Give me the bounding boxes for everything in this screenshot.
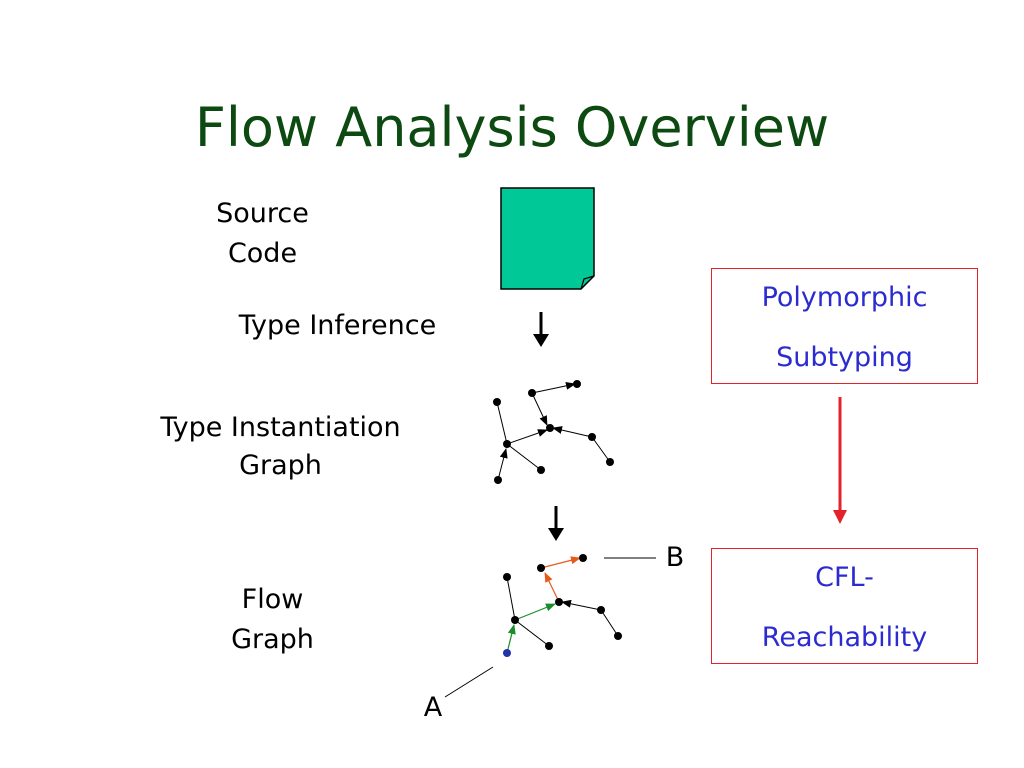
flow-node-a [503, 649, 511, 657]
flow-node [545, 642, 553, 650]
flow-node [614, 632, 622, 640]
tig-node [494, 476, 502, 484]
point-a-leader-line [444, 666, 494, 698]
slide-title: Flow Analysis Overview [194, 96, 830, 159]
down-arrow-icon [548, 506, 564, 541]
flow-graph [503, 554, 622, 657]
type-instantiation-graph [493, 380, 614, 484]
source-code-label-line1: Source [216, 198, 309, 229]
tig-edge [591, 436, 611, 463]
flow-node [537, 564, 545, 572]
tig-label-line1: Type Instantiation [160, 412, 401, 443]
tig-node [606, 458, 614, 466]
point-b-label: B [665, 542, 685, 573]
tig-node [493, 398, 501, 406]
flow-node [597, 606, 605, 614]
tig-node [573, 380, 581, 388]
tig-edge [496, 401, 508, 445]
source-code-label: Source Code [190, 194, 335, 274]
source-code-document-icon [500, 187, 595, 290]
flow-graph-label-line1: Flow [241, 584, 304, 615]
flow-edge [506, 576, 516, 621]
type-instantiation-graph-label: Type Instantiation Graph [118, 409, 443, 485]
tig-node [528, 389, 536, 397]
type-inference-label: Type Inference [238, 310, 437, 341]
flow-node [503, 573, 511, 581]
polymorphic-box-line1: Polymorphic [761, 282, 928, 313]
tig-node [546, 424, 554, 432]
polymorphic-subtyping-box: Polymorphic Subtyping [711, 268, 978, 384]
flow-edge [514, 603, 556, 621]
flow-node [579, 554, 587, 562]
flow-graph-label-line2: Graph [231, 624, 314, 655]
flow-edge [514, 619, 550, 647]
tig-edge [497, 448, 508, 481]
tig-node [537, 466, 545, 474]
tig-edge [506, 429, 548, 445]
polymorphic-box-line2: Subtyping [776, 342, 913, 373]
cfl-box-line2: Reachability [761, 622, 928, 653]
flow-edge [600, 609, 619, 637]
tig-edge [531, 381, 576, 394]
tig-edge [531, 392, 548, 426]
cfl-box-line1: CFL- [815, 562, 874, 593]
source-code-label-line2: Code [227, 238, 298, 269]
red-down-arrow-icon [833, 397, 847, 524]
tig-edge [506, 443, 542, 471]
flow-edge [540, 556, 581, 569]
flow-edge [561, 599, 602, 611]
tig-label-line2: Graph [239, 450, 322, 481]
flow-edge [506, 624, 516, 654]
tig-node [503, 440, 511, 448]
tig-edge [552, 426, 593, 438]
tig-node [588, 433, 596, 441]
cfl-reachability-box: CFL- Reachability [711, 548, 978, 664]
flow-graph-label: Flow Graph [200, 580, 345, 660]
flow-node [555, 598, 563, 606]
down-arrow-icon [533, 312, 549, 347]
point-a-label: A [423, 692, 443, 723]
flow-node [511, 616, 519, 624]
flow-edge [544, 572, 560, 603]
